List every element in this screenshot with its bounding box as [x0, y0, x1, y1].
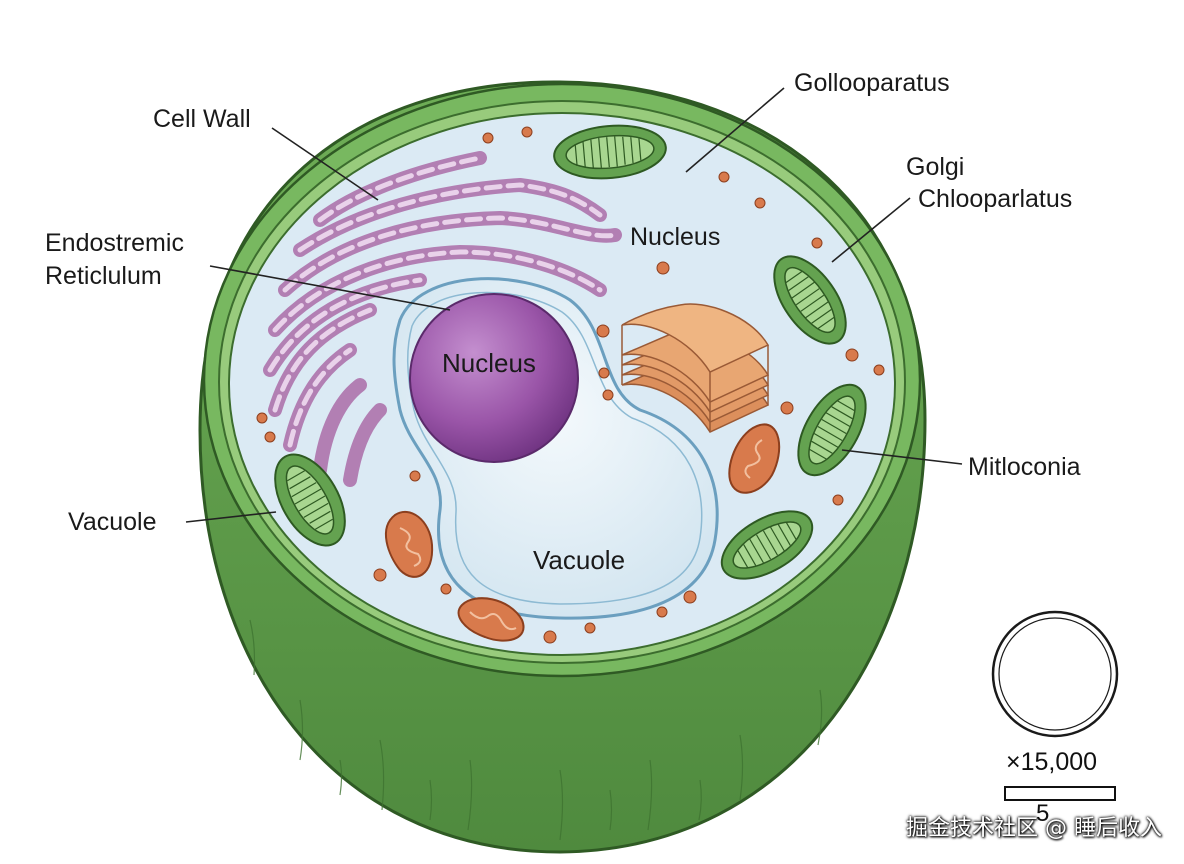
golgi-apparatus — [621, 303, 770, 433]
leader-lines — [185, 87, 963, 523]
leader-vacuole — [185, 511, 277, 523]
label-golgi-apparatus: Gollooparatus — [794, 69, 950, 97]
chloroplast-right-top — [773, 255, 847, 345]
label-golgi-line2: Chlooparlatus — [918, 185, 1073, 213]
leader-golgi — [831, 197, 911, 263]
label-nucleus-outer: Nucleus — [630, 223, 721, 251]
chloroplast-right-bottom — [720, 510, 814, 580]
vacuole-membrane — [407, 291, 703, 605]
leader-golgi-top — [685, 87, 785, 173]
label-vacuole-left: Vacuole — [68, 508, 157, 536]
mitochondrion-right — [728, 423, 781, 494]
label-vacuole-inner: Vacuole — [533, 545, 626, 575]
scale-bar — [1004, 786, 1116, 801]
mitochondrion-bottom — [457, 597, 525, 642]
chloroplast-top — [553, 124, 667, 180]
ribosomes — [256, 126, 885, 644]
mitochondrion-left — [385, 510, 434, 578]
scale-magnification: ×15,000 — [1006, 748, 1098, 776]
leader-cell-wall — [271, 127, 379, 201]
chloroplast-right-mid — [797, 383, 867, 477]
label-er-line2: Reticlulum — [45, 262, 162, 290]
cell-wall-texture — [249, 619, 823, 841]
label-er-line1: Endostremic — [45, 229, 184, 257]
scale-circle — [991, 610, 1119, 738]
endoplasmic-reticulum-lumen — [267, 155, 618, 448]
scale-unit: 5 — [1036, 800, 1050, 827]
watermark: 掘金技术社区 @ 睡后收入 — [906, 816, 1162, 841]
scale-circle-inner — [998, 617, 1112, 731]
label-nucleus-inner: Nucleus — [442, 348, 536, 378]
label-golgi-line1: Golgi — [906, 153, 965, 181]
label-mitochondria: Mitloconia — [968, 453, 1081, 481]
label-cell-wall: Cell Wall — [153, 105, 251, 133]
chloroplast-left — [274, 453, 346, 547]
leader-mitochondria — [841, 449, 963, 465]
leader-er — [209, 265, 451, 311]
nucleus — [409, 293, 579, 463]
